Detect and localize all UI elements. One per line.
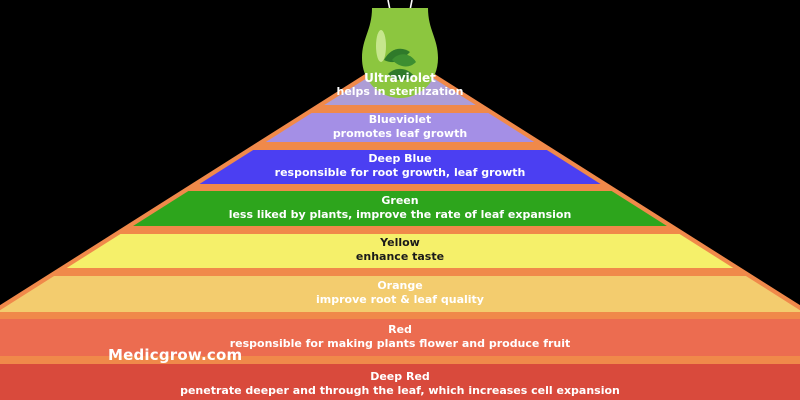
band-title: Yellow	[380, 236, 420, 249]
pyramid-band-yellow	[66, 234, 734, 268]
band-description: responsible for root growth, leaf growth	[274, 166, 526, 179]
pyramid-band-green	[133, 191, 667, 226]
band-description: improve root & leaf quality	[316, 293, 484, 306]
pyramid-band-deep-red	[0, 364, 800, 400]
pyramid-band-blueviolet	[265, 113, 535, 142]
band-title: Deep Blue	[368, 152, 432, 165]
band-description: less liked by plants, improve the rate o…	[228, 207, 572, 221]
band-title: Ultraviolet	[364, 70, 436, 85]
light-bulb-icon	[362, 0, 438, 98]
band-description: promotes leaf growth	[332, 126, 468, 140]
band-description: enhance taste	[355, 250, 445, 263]
pyramid-band-orange	[0, 276, 800, 312]
band-description: penetrate deeper and through the leaf, w…	[180, 383, 620, 397]
pyramid-band-red	[0, 319, 800, 356]
band-title: Orange	[377, 279, 423, 292]
band-title: Red	[388, 322, 412, 336]
band-description: responsible for making plants flower and…	[229, 336, 571, 350]
pyramid-bands	[0, 70, 800, 400]
watermark-text: Medicgrow.com	[108, 346, 243, 364]
band-title: Deep Red	[370, 369, 430, 383]
band-description: helps in sterilization	[336, 84, 464, 98]
band-title: Green	[381, 193, 419, 207]
band-title: Blueviolet	[368, 112, 432, 126]
pyramid-band-deep-blue	[199, 150, 601, 184]
